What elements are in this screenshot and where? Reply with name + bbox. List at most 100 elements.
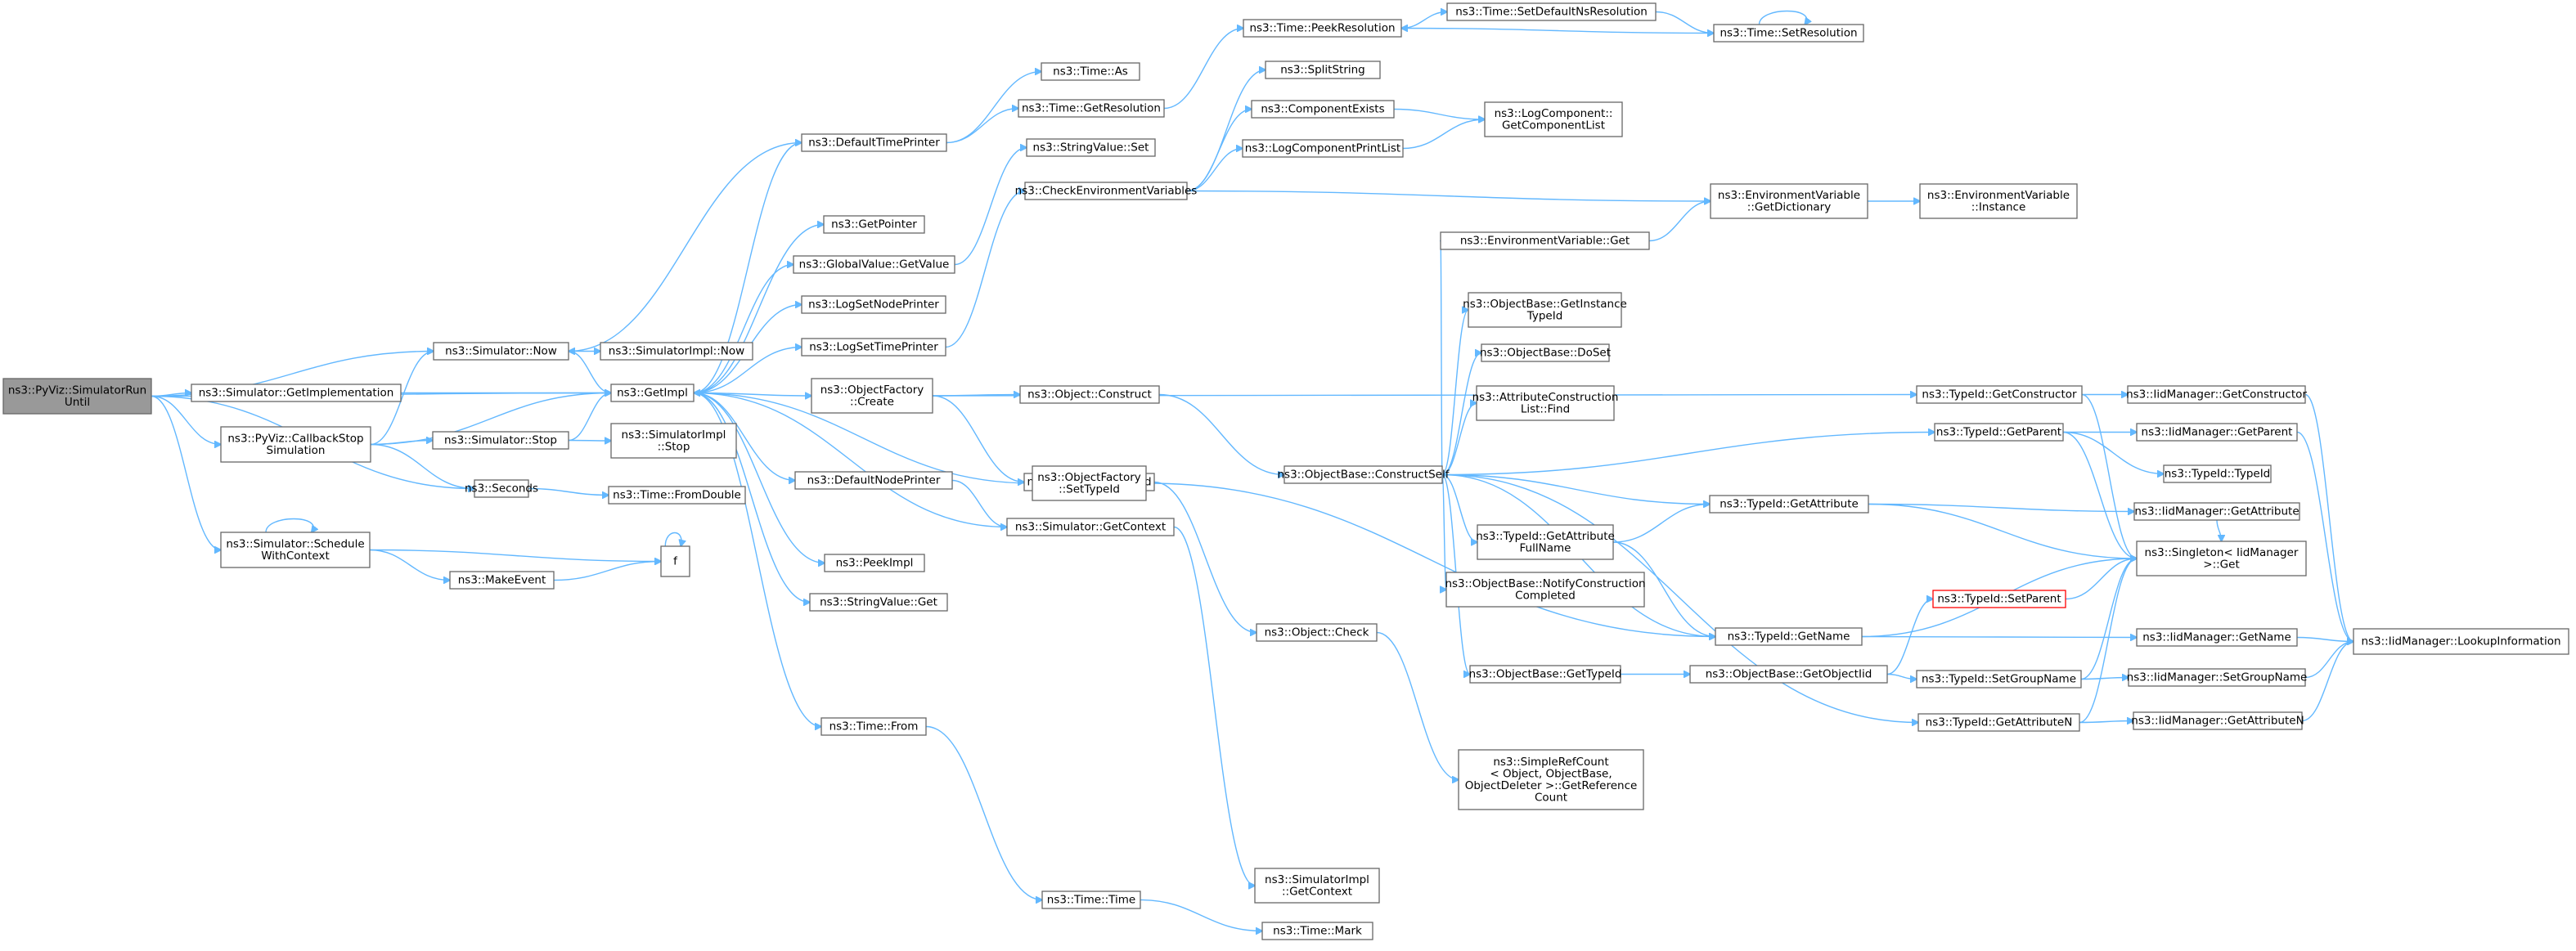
function-node-stringvalue-set[interactable]: ns3::StringValue::Set xyxy=(1026,138,1156,157)
function-node-check-env-vars[interactable]: ns3::CheckEnvironmentVariables xyxy=(1015,182,1198,200)
function-node-time-time[interactable]: ns3::Time::Time xyxy=(1041,890,1141,909)
function-node-time-fromdouble[interactable]: ns3::Time::FromDouble xyxy=(608,486,746,505)
function-node-label: ns3::TypeId::TypeId xyxy=(2165,468,2271,481)
function-node-typeid-getattribute[interactable]: ns3::TypeId::GetAttribute xyxy=(1709,495,1869,514)
call-edge xyxy=(1140,899,1262,931)
call-edge xyxy=(1158,393,1284,475)
function-node-component-exists[interactable]: ns3::ComponentExists xyxy=(1251,100,1395,119)
function-node-label: ns3::ObjectFactory xyxy=(820,384,924,397)
function-node-simimpl-now[interactable]: ns3::SimulatorImpl::Now xyxy=(600,342,753,361)
function-node-simimpl-getcontext[interactable]: ns3::SimulatorImpl::GetContext xyxy=(1254,868,1380,904)
function-node-iid-lookupinfo[interactable]: ns3::IidManager::LookupInformation xyxy=(2353,628,2569,655)
function-node-globalvalue-getvalue[interactable]: ns3::GlobalValue::GetValue xyxy=(793,255,955,274)
function-node-typeid-getparent[interactable]: ns3::TypeId::GetParent xyxy=(1934,423,2064,442)
function-node-iid-getparent[interactable]: ns3::IidManager::GetParent xyxy=(2136,423,2298,442)
function-node-time-setres[interactable]: ns3::Time::SetResolution xyxy=(1713,24,1864,43)
function-node-typeid-getattributen[interactable]: ns3::TypeId::GetAttributeN xyxy=(1917,713,2080,732)
function-node-getpointer[interactable]: ns3::GetPointer xyxy=(823,215,925,234)
function-node-simplerefcount[interactable]: ns3::SimpleRefCount< Object, ObjectBase,… xyxy=(1458,749,1644,810)
function-node-singleton-get[interactable]: ns3::Singleton< IidManager>::Get xyxy=(2136,541,2307,576)
function-node-iid-setgroupname[interactable]: ns3::IidManager::SetGroupName xyxy=(2127,668,2308,687)
function-node-typeid-getname[interactable]: ns3::TypeId::GetName xyxy=(1715,627,1863,646)
function-node-object-construct[interactable]: ns3::Object::Construct xyxy=(1019,385,1160,404)
function-node-box xyxy=(2127,385,2306,404)
function-node-get-implementation[interactable]: ns3::Simulator::GetImplementation xyxy=(191,384,402,402)
call-edge xyxy=(693,392,821,727)
function-node-objectbase-getobjectiid[interactable]: ns3::ObjectBase::GetObjectIid xyxy=(1689,665,1888,684)
function-node-typeid-setgroupname[interactable]: ns3::TypeId::SetGroupName xyxy=(1916,670,2082,689)
function-node-time-mark[interactable]: ns3::Time::Mark xyxy=(1261,922,1373,940)
function-node-time-from[interactable]: ns3::Time::From xyxy=(820,717,927,736)
function-node-objectbase-gettypeid[interactable]: ns3::ObjectBase::GetTypeId xyxy=(1469,665,1622,684)
function-node-objectbase-constructself[interactable]: ns3::ObjectBase::ConstructSelf xyxy=(1278,465,1450,484)
function-node-typeid-typeid[interactable]: ns3::TypeId::TypeId xyxy=(2163,464,2272,483)
function-node-objectbase-doset[interactable]: ns3::ObjectBase::DoSet xyxy=(1480,343,1611,362)
function-node-envvar-instance[interactable]: ns3::EnvironmentVariable::Instance xyxy=(1919,183,2078,219)
function-node-objectfactory-settypeid[interactable]: ns3::ObjectFactory::SetTypeId xyxy=(1032,465,1147,501)
function-node-label: ns3::Time::Time xyxy=(1047,894,1135,907)
call-edge xyxy=(1612,505,1710,543)
function-node-objectbase-notifyconstruction[interactable]: ns3::ObjectBase::NotifyConstructionCompl… xyxy=(1445,572,1646,608)
function-node-envvar-get[interactable]: ns3::EnvironmentVariable::Get xyxy=(1440,231,1650,250)
function-node-time-as[interactable]: ns3::Time::As xyxy=(1041,62,1140,81)
call-edge xyxy=(1655,11,1714,34)
function-node-label: ns3::EnvironmentVariable::Get xyxy=(1460,235,1630,248)
function-node-iid-getname[interactable]: ns3::IidManager::GetName xyxy=(2136,628,2298,647)
function-node-label: >::Get xyxy=(2203,558,2239,571)
function-node-logcomp-printlist[interactable]: ns3::LogComponentPrintList xyxy=(1242,139,1404,158)
function-node-box xyxy=(608,486,746,505)
function-node-sim-getcontext[interactable]: ns3::Simulator::GetContext xyxy=(1006,518,1175,536)
function-node-getimpl[interactable]: ns3::GetImpl xyxy=(610,384,695,402)
call-edge xyxy=(568,441,611,442)
function-node-label: ns3::AttributeConstruction xyxy=(1472,391,1619,404)
function-node-sim-now[interactable]: ns3::Simulator::Now xyxy=(433,342,569,361)
function-node-label: ::Stop xyxy=(658,440,690,453)
function-node-seconds[interactable]: ns3::Seconds xyxy=(465,479,538,498)
function-node-box xyxy=(1916,670,2082,689)
function-node-objectfactory-create[interactable]: ns3::ObjectFactory::Create xyxy=(811,378,933,414)
function-node-logsetnodeprinter[interactable]: ns3::LogSetNodePrinter xyxy=(801,295,946,314)
function-node-envvar-getdictionary[interactable]: ns3::EnvironmentVariable::GetDictionary xyxy=(1710,183,1868,219)
function-node-splitstring[interactable]: ns3::SplitString xyxy=(1265,61,1381,79)
function-node-box xyxy=(1041,890,1141,909)
function-node-object-check[interactable]: ns3::Object::Check xyxy=(1256,623,1378,642)
function-node-time-getres[interactable]: ns3::Time::GetResolution xyxy=(1018,99,1165,118)
function-node-stringvalue-get[interactable]: ns3::StringValue::Get xyxy=(809,593,948,612)
function-node-default-node-printer[interactable]: ns3::DefaultNodePrinter xyxy=(794,471,953,490)
function-node-simimpl-stop[interactable]: ns3::SimulatorImpl::Stop xyxy=(610,423,737,459)
call-edge xyxy=(1376,631,1459,780)
function-node-logsettimeprinter[interactable]: ns3::LogSetTimePrinter xyxy=(801,338,946,357)
function-node-logcomp-getlist[interactable]: ns3::LogComponent::GetComponentList xyxy=(1484,101,1623,137)
function-node-label: ::SetTypeId xyxy=(1059,482,1120,496)
function-node-f[interactable]: f xyxy=(660,545,690,577)
function-node-default-time-printer[interactable]: ns3::DefaultTimePrinter xyxy=(801,133,947,152)
function-node-makeevent[interactable]: ns3::MakeEvent xyxy=(449,571,555,590)
function-node-box xyxy=(1006,518,1175,536)
function-node-label: ns3::PyViz::SimulatorRun xyxy=(8,384,146,397)
function-node-box xyxy=(820,717,927,736)
function-node-box xyxy=(1713,24,1864,43)
call-edge xyxy=(1186,190,1711,202)
function-node-label: ::Create xyxy=(850,395,894,408)
function-node-peekimpl[interactable]: ns3::PeekImpl xyxy=(824,554,925,572)
call-edge xyxy=(694,393,1008,528)
function-node-iid-getattributen[interactable]: ns3::IidManager::GetAttributeN xyxy=(2131,711,2304,730)
function-node-sim-stop[interactable]: ns3::Simulator::Stop xyxy=(432,431,569,450)
function-node-iid-getattribute[interactable]: ns3::IidManager::GetAttribute xyxy=(2133,502,2300,521)
function-node-label: ns3::Seconds xyxy=(465,482,538,496)
call-edge xyxy=(2081,393,2137,559)
function-node-typeid-setparent[interactable]: ns3::TypeId::SetParent xyxy=(1932,590,2066,608)
function-node-iid-getconstructor[interactable]: ns3::IidManager::GetConstructor xyxy=(2126,385,2307,404)
recursive-call-edge xyxy=(265,518,313,533)
function-node-time-peekres[interactable]: ns3::Time::PeekResolution xyxy=(1243,19,1402,38)
function-node-time-setdefres[interactable]: ns3::Time::SetDefaultNsResolution xyxy=(1446,2,1657,21)
function-node-box xyxy=(1242,139,1404,158)
function-node-typeid-getconstructor[interactable]: ns3::TypeId::GetConstructor xyxy=(1916,385,2083,404)
call-edge xyxy=(1163,29,1243,110)
